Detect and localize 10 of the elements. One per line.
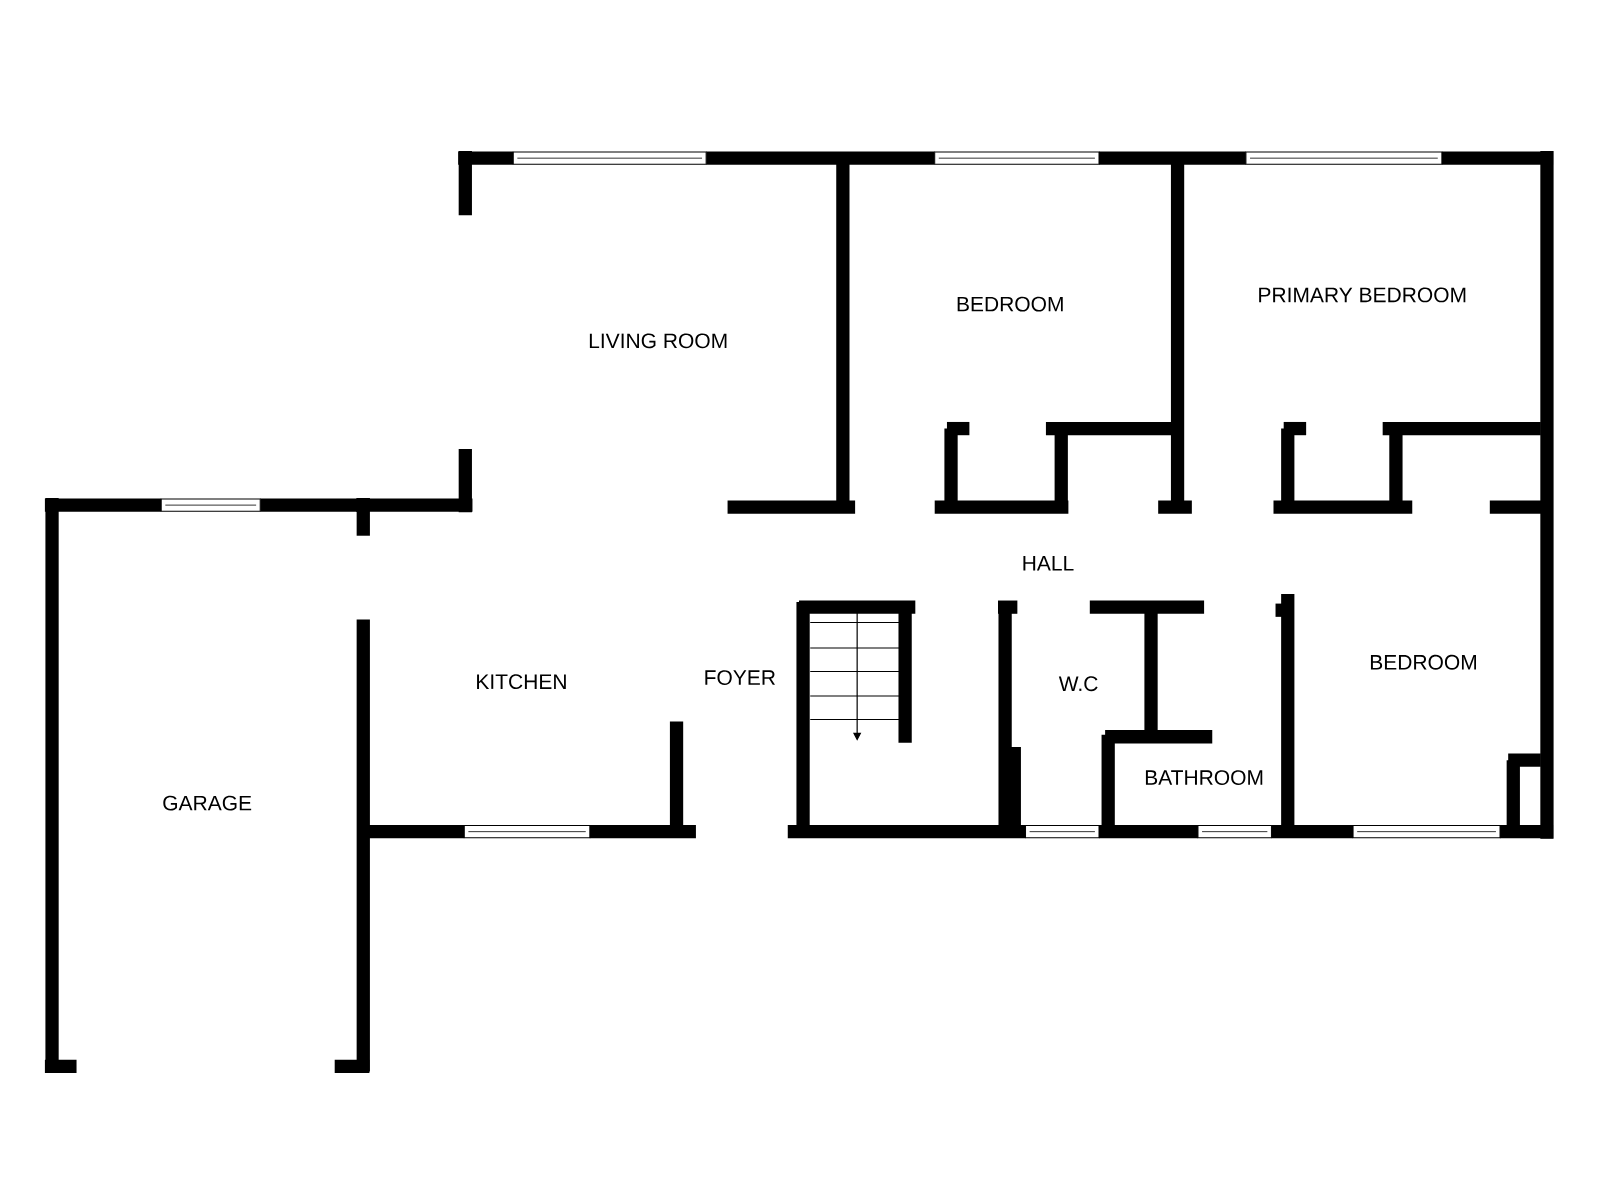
room-label: GARAGE — [163, 795, 252, 811]
room-label: LIVING ROOM — [589, 333, 727, 349]
room-label: BEDROOM — [1370, 654, 1476, 670]
room-label: BEDROOM — [957, 296, 1063, 312]
room-label: PRIMARY BEDROOM — [1259, 287, 1466, 303]
room-label: KITCHEN — [477, 674, 566, 690]
room-label: BATHROOM — [1145, 770, 1263, 785]
room-label: HALL — [1023, 556, 1074, 571]
room-label: W.C — [1058, 676, 1098, 692]
room-label: FOYER — [705, 670, 775, 685]
